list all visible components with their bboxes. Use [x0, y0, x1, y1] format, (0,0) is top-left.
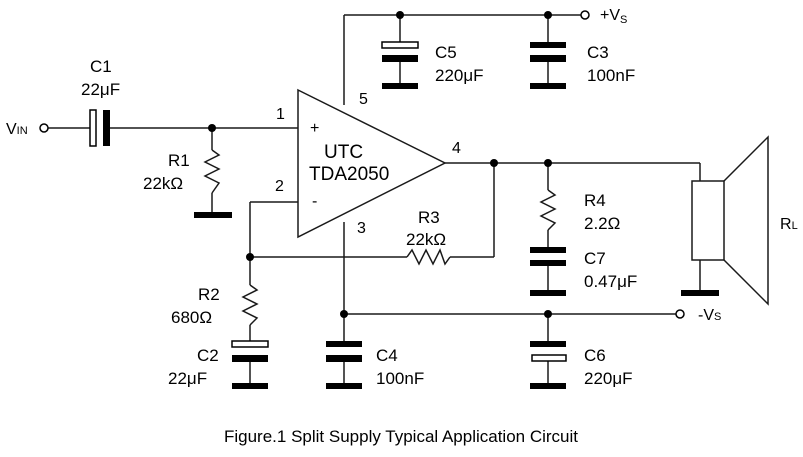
junction-dot — [490, 159, 498, 167]
junction-dot — [544, 11, 552, 19]
vs-pos-terminal — [580, 10, 590, 20]
c4-plate-top — [326, 341, 362, 347]
ground-bar — [530, 383, 566, 389]
c5-negative-plate — [382, 55, 418, 62]
r4-name: R4 — [584, 191, 606, 210]
junction-dot — [246, 253, 254, 261]
capacitor-c7: C7 0.47μF — [530, 247, 637, 296]
c2-value: 22μF — [168, 369, 207, 388]
junction-dot — [544, 310, 552, 318]
junctions — [208, 11, 552, 318]
ground-bar — [681, 290, 719, 296]
resistor-r1: R1 22kΩ — [143, 149, 232, 218]
c6-value: 220μF — [584, 369, 633, 388]
c3-plate-top — [530, 42, 566, 48]
vin-label: VIN — [6, 121, 28, 138]
junction-dot — [208, 124, 216, 132]
vs-neg-terminal — [675, 309, 685, 319]
r3-value: 22kΩ — [406, 230, 446, 249]
vs-neg-label: -VS — [698, 307, 721, 324]
c7-plate-top — [530, 247, 566, 253]
r4-value: 2.2Ω — [584, 214, 620, 233]
c3-value: 100nF — [587, 66, 635, 85]
c5-name: C5 — [435, 43, 457, 62]
c5-positive-plate — [381, 41, 419, 49]
wires — [48, 14, 701, 383]
capacitor-c4: C4 100nF — [326, 341, 424, 389]
non-inverting-input-label: + — [310, 120, 319, 137]
c1-name: C1 — [90, 57, 112, 76]
c4-plate-bottom — [326, 355, 362, 362]
r1-value: 22kΩ — [143, 174, 183, 193]
capacitor-c2: C2 22μF — [168, 340, 269, 389]
c4-value: 100nF — [376, 369, 424, 388]
c7-name: C7 — [584, 249, 606, 268]
vs-pos-label: +VS — [600, 7, 627, 26]
ground-bar — [326, 383, 362, 389]
r2-name: R2 — [198, 285, 220, 304]
r1-zigzag — [203, 149, 221, 194]
rl-label: RL — [780, 216, 798, 233]
speaker-cone — [723, 135, 769, 306]
speaker-load: RL — [681, 135, 798, 306]
c2-positive-plate — [231, 340, 269, 348]
pin-3-label: 3 — [357, 220, 366, 237]
ground-bar — [232, 383, 268, 389]
ground-bar — [530, 290, 566, 296]
c4-name: C4 — [376, 346, 398, 365]
r4-zigzag — [539, 189, 557, 231]
amplifier-triangle — [297, 88, 447, 239]
junction-dot — [340, 310, 348, 318]
pin-2-label: 2 — [275, 178, 284, 195]
c6-positive-plate — [531, 354, 567, 362]
r3-zigzag — [406, 248, 451, 266]
ground-bar — [194, 212, 232, 218]
junction-dot — [544, 159, 552, 167]
c2-name: C2 — [197, 346, 219, 365]
junction-dot — [396, 11, 404, 19]
inverting-input-label: - — [312, 193, 317, 210]
r2-zigzag — [241, 284, 259, 326]
pin-4-label: 4 — [452, 140, 461, 157]
c6-negative-plate — [530, 341, 566, 347]
resistor-r2: R2 680Ω — [171, 284, 259, 327]
capacitor-c1: C1 22μF — [81, 57, 120, 147]
amplifier-tda2050: + - UTC TDA2050 — [297, 88, 447, 239]
ground-bar — [530, 83, 566, 89]
pin-1-label: 1 — [276, 106, 285, 123]
amplifier-part-number: TDA2050 — [309, 164, 389, 185]
speaker-magnet — [691, 180, 725, 261]
c1-negative-plate — [103, 110, 110, 146]
c2-negative-plate — [232, 355, 268, 362]
c3-plate-bottom — [530, 55, 566, 62]
figure-caption: Figure.1 Split Supply Typical Applicatio… — [224, 427, 578, 446]
capacitor-c3: C3 100nF — [530, 42, 635, 89]
c7-value: 0.47μF — [584, 272, 637, 291]
resistor-r4: R4 2.2Ω — [539, 189, 620, 233]
c5-value: 220μF — [435, 66, 484, 85]
capacitor-c5: C5 220μF — [381, 41, 484, 89]
capacitor-c6: C6 220μF — [530, 341, 633, 389]
c1-value: 22μF — [81, 80, 120, 99]
c1-positive-plate — [89, 109, 97, 147]
vin-terminal — [39, 123, 49, 133]
amplifier-brand: UTC — [324, 142, 363, 163]
r1-name: R1 — [168, 151, 190, 170]
pin-5-label: 5 — [359, 91, 368, 108]
r2-value: 680Ω — [171, 308, 212, 327]
c6-name: C6 — [584, 346, 606, 365]
c7-plate-bottom — [530, 260, 566, 266]
c3-name: C3 — [587, 43, 609, 62]
r3-name: R3 — [418, 208, 440, 227]
resistor-r3: R3 22kΩ — [406, 208, 451, 266]
ground-bar — [382, 83, 418, 89]
